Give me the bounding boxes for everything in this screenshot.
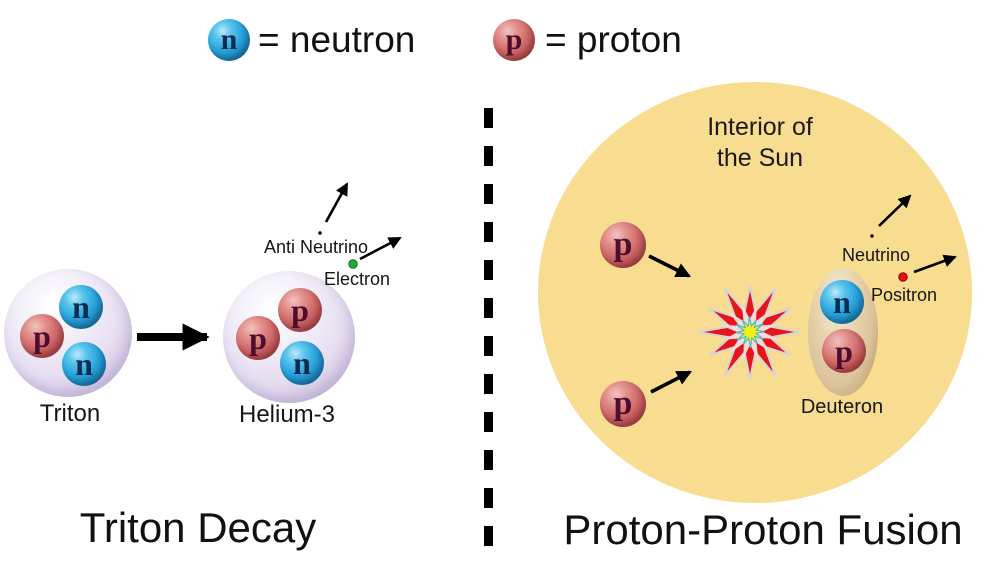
- legend-proton-label: = proton: [545, 19, 682, 60]
- sun-interior-label: Interior of the Sun: [685, 112, 835, 174]
- deuteron-proton: p: [822, 329, 866, 373]
- explosion-core-star: [735, 316, 765, 348]
- helium3-proton2: p: [278, 288, 322, 332]
- fusion-proton-upper-symbol: p: [613, 226, 633, 263]
- deuteron-neutron-symbol: n: [833, 284, 851, 320]
- deuteron-proton-symbol: p: [835, 333, 853, 369]
- legend-proton-icon: p: [493, 19, 535, 61]
- triton-neutron2: n: [62, 342, 106, 386]
- helium3-neutron: n: [280, 341, 324, 385]
- legend-proton-symbol: p: [505, 23, 523, 56]
- fusion-proton-upper: p: [600, 222, 646, 268]
- electron-label: Electron: [323, 269, 391, 289]
- right-panel-title: Proton-Proton Fusion: [563, 506, 963, 553]
- legend-neutron-icon: n: [208, 19, 250, 61]
- anti-neutrino-arrow: [324, 182, 349, 223]
- triton-neutron2-symbol: n: [75, 346, 93, 382]
- sun-label-line2: the Sun: [716, 144, 804, 172]
- dashed-divider: [484, 108, 493, 550]
- helium3-label: Helium-3: [238, 401, 336, 428]
- triton-neutron1: n: [59, 285, 103, 329]
- helium3-proton1-symbol: p: [249, 320, 267, 356]
- helium3-proton2-symbol: p: [291, 292, 309, 328]
- anti-neutrino-dot: [318, 231, 322, 235]
- sun-label-line1: Interior of: [707, 113, 813, 141]
- legend-neutron-symbol: n: [220, 23, 238, 56]
- triton-neutron1-symbol: n: [72, 289, 90, 325]
- fusion-explosion-icon: [697, 285, 801, 380]
- electron-dot: [348, 259, 358, 269]
- left-panel-title: Triton Decay: [79, 504, 317, 551]
- fusion-proton-lower-symbol: p: [613, 385, 633, 422]
- deuteron-label: Deuteron: [800, 396, 884, 418]
- deuteron-neutron: n: [820, 280, 864, 324]
- helium3-proton1: p: [236, 316, 280, 360]
- fusion-proton-lower: p: [600, 381, 646, 427]
- neutrino-label: Neutrino: [841, 245, 911, 265]
- triton-proton: p: [20, 314, 64, 358]
- helium3-neutron-symbol: n: [293, 345, 311, 381]
- anti-neutrino-label: Anti Neutrino: [263, 237, 369, 257]
- triton-label: Triton: [39, 400, 101, 427]
- sun-interior-circle: [538, 82, 972, 503]
- triton-proton-symbol: p: [33, 318, 51, 354]
- legend-neutron-label: = neutron: [258, 19, 416, 60]
- positron-label: Positron: [870, 285, 938, 305]
